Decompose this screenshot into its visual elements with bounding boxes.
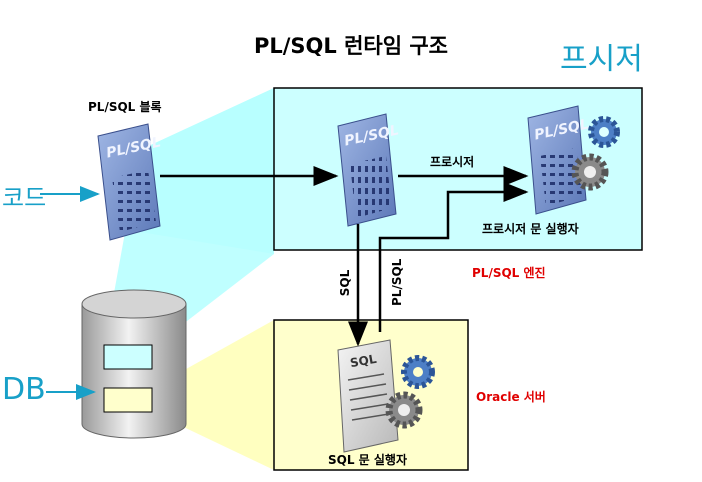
plsql-arrow-label: PL/SQL xyxy=(390,258,404,306)
db-cyan-block xyxy=(103,344,153,370)
plsql-block-document xyxy=(97,123,161,241)
procedure-label: 프로시저 xyxy=(430,155,475,169)
database-cylinder xyxy=(81,289,187,439)
handwritten-procedure: 프시저 xyxy=(560,42,643,77)
sql-gears xyxy=(385,355,435,429)
oracle-server-label: Oracle 서버 xyxy=(476,390,546,404)
page-title: PL/SQL 런타임 구조 xyxy=(253,34,449,58)
procedure-gears xyxy=(571,116,620,191)
handwritten-code: 코드 xyxy=(2,184,47,212)
plsql-return-path xyxy=(378,182,529,332)
sql-arrow-label: SQL xyxy=(338,269,352,297)
procedure-executor-document xyxy=(527,105,587,215)
yellow-beam xyxy=(152,320,274,470)
sql-executor-document xyxy=(337,339,399,453)
engine-plsql-document xyxy=(337,113,397,227)
plsql-block-label: PL/SQL 블록 xyxy=(88,100,162,114)
procedure-executor-label: 프로시저 문 실행자 xyxy=(482,222,579,236)
sql-executor-label: SQL 문 실행자 xyxy=(328,453,408,467)
db-yellow-block xyxy=(103,387,153,413)
plsql-engine-label: PL/SQL 엔진 xyxy=(472,266,546,280)
handwritten-db: DB xyxy=(2,372,46,407)
